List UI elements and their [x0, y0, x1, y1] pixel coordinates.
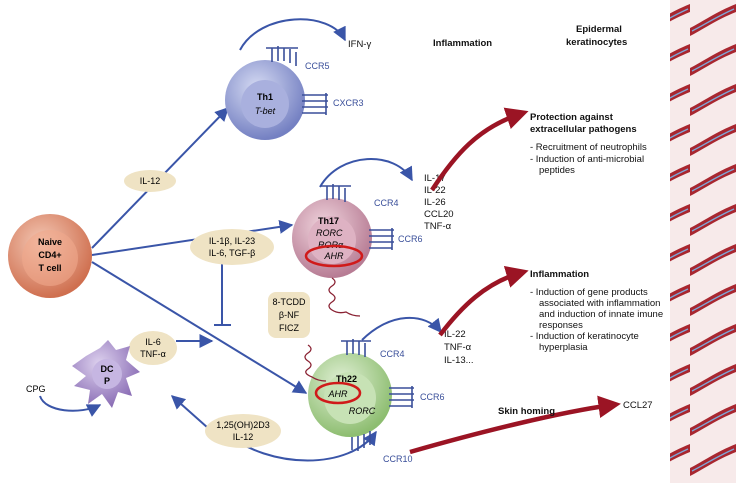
th17-ahr-highlight — [304, 244, 364, 268]
th17-inducers-1: IL-1β, IL-23 — [209, 236, 255, 246]
ccr5-label: CCR5 — [305, 61, 330, 71]
ligand-link — [304, 344, 327, 382]
th22-ccr6-label: CCR6 — [420, 392, 445, 402]
arrow-th17-cytokines — [319, 158, 413, 188]
outcome-skin-homing: Skin homing CCL27 — [498, 400, 653, 417]
outcome2-bullet-5: - Induction of keratinocyte — [530, 331, 639, 342]
outcome1-bullet-1: - Recruitment of neutrophils — [530, 142, 647, 153]
th1-receptors — [266, 46, 328, 115]
th17-ccr4-label: CCR4 — [374, 198, 399, 208]
th22-receptors — [341, 339, 414, 451]
th17-inducers-2: IL-6, TGF-β — [209, 248, 256, 258]
th17-ccr6-label: CCR6 — [398, 234, 423, 244]
outcome2-bullet-4: responses — [539, 320, 583, 331]
arrow-to-th17 — [91, 219, 294, 256]
th17-tf1: RORC — [316, 228, 343, 238]
outcome1-title-1: Protection against — [530, 112, 614, 123]
th17-cell: Th17 RORC RORα AHR CCR4 CCR6 — [292, 184, 423, 317]
th22-tf: RORC — [349, 406, 376, 416]
dendritic-cell: DC P CPG — [26, 340, 140, 408]
outcome-inflammation: Inflammation - Induction of gene product… — [530, 269, 663, 353]
arrow-outcome-2 — [438, 266, 529, 337]
outcome-arrows — [409, 107, 621, 455]
arrow-outcome-3 — [409, 395, 621, 455]
outcome1-bullet-2: - Induction of anti-microbial — [530, 154, 644, 165]
outcome2-title: Inflammation — [530, 269, 589, 280]
th22-cytokine-1: IL-22 — [444, 329, 466, 340]
th17-cytokine-4: CCL20 — [424, 209, 454, 220]
outcome3-title: Skin homing — [498, 406, 555, 417]
th17-name: Th17 — [318, 216, 339, 226]
th22-cytokines: IL-22 TNF-α IL-13... — [444, 329, 474, 366]
ahr-ligands: 8-TCDD β-NF FICZ — [268, 292, 327, 382]
cxcr3-label: CXCR3 — [333, 98, 364, 108]
ligand-2: β-NF — [279, 310, 300, 320]
outcome1-bullet-3: peptides — [539, 165, 575, 176]
outcome1-title-2: extracellular pathogens — [530, 124, 637, 135]
th1-cell: Th1 T-bet CCR5 CXCR3 IFN-γ — [225, 39, 371, 140]
naive-t-cell: Naive CD4+ T cell — [8, 214, 92, 298]
outcome2-bullet-2: associated with inflammation — [539, 298, 660, 309]
il12-oval: IL-12 — [124, 170, 176, 192]
cpg-label: CPG — [26, 384, 46, 394]
keratinocytes-header-1: Epidermal — [576, 24, 622, 35]
arrow-vitd-to-dc — [170, 395, 209, 429]
ligand-1: 8-TCDD — [273, 297, 306, 307]
vitd-oval: 1,25(OH)2D3 IL-12 — [205, 414, 281, 448]
dc-line2: P — [104, 376, 110, 386]
naive-line3: T cell — [38, 263, 61, 273]
arrow-outcome-1 — [430, 107, 529, 192]
arrow-th22-cytokines — [361, 316, 442, 341]
keratinocyte-layer — [670, 0, 736, 483]
arrow-th1-ifng — [239, 18, 346, 51]
dc-cytokine-2: TNF-α — [140, 349, 166, 359]
outcome2-bullet-3: and induction of innate imune — [539, 309, 663, 320]
vitd-line1: 1,25(OH)2D3 — [216, 420, 270, 430]
th1-name: Th1 — [257, 92, 273, 102]
ccl27-label: CCL27 — [623, 400, 653, 411]
th22-cytokine-3: IL-13... — [444, 355, 474, 366]
th17-cytokine-1: IL-17 — [424, 173, 446, 184]
ccr10-label: CCR10 — [383, 454, 413, 464]
th17-cytokine-2: IL-22 — [424, 185, 446, 196]
th17-ahr-link — [328, 277, 361, 317]
th22-cytokine-2: TNF-α — [444, 342, 472, 353]
th1-tf: T-bet — [255, 106, 276, 116]
th17-inducers-oval: IL-1β, IL-23 IL-6, TGF-β — [190, 229, 274, 265]
th17-cytokines: IL-17 IL-22 IL-26 CCL20 TNF-α — [424, 173, 454, 232]
vitd-line2: IL-12 — [233, 432, 254, 442]
naive-line2: CD4+ — [38, 250, 61, 260]
il12-label: IL-12 — [140, 176, 161, 186]
outcome2-bullet-1: - Induction of gene products — [530, 287, 648, 298]
ligand-3: FICZ — [279, 323, 299, 333]
arrow-cpg-to-dc — [39, 395, 102, 417]
outcome2-bullet-6: hyperplasia — [539, 342, 588, 353]
dc-cytokines-oval: IL-6 TNF-α — [129, 331, 177, 365]
th22-ahr-highlight — [314, 381, 362, 405]
th22-name: Th22 — [336, 374, 357, 384]
th17-cytokine-5: TNF-α — [424, 221, 452, 232]
th22-ahr: AHR — [327, 389, 348, 399]
th17-receptors — [321, 184, 394, 250]
inflammation-header: Inflammation — [433, 38, 492, 49]
dc-cytokine-1: IL-6 — [145, 337, 161, 347]
keratinocytes-header-2: keratinocytes — [566, 37, 627, 48]
th22-cell: Th22 AHR RORC CCR4 CCR6 CCR10 — [308, 339, 445, 464]
outcome-protection: Protection against extracellular pathoge… — [530, 112, 647, 176]
ifng-label: IFN-γ — [348, 39, 371, 50]
dc-line1: DC — [101, 364, 114, 374]
th22-ccr4-label: CCR4 — [380, 349, 405, 359]
arrow-to-th22 — [91, 261, 308, 394]
th17-cytokine-3: IL-26 — [424, 197, 446, 208]
th17-ahr: AHR — [323, 251, 344, 261]
naive-line1: Naive — [38, 237, 62, 247]
